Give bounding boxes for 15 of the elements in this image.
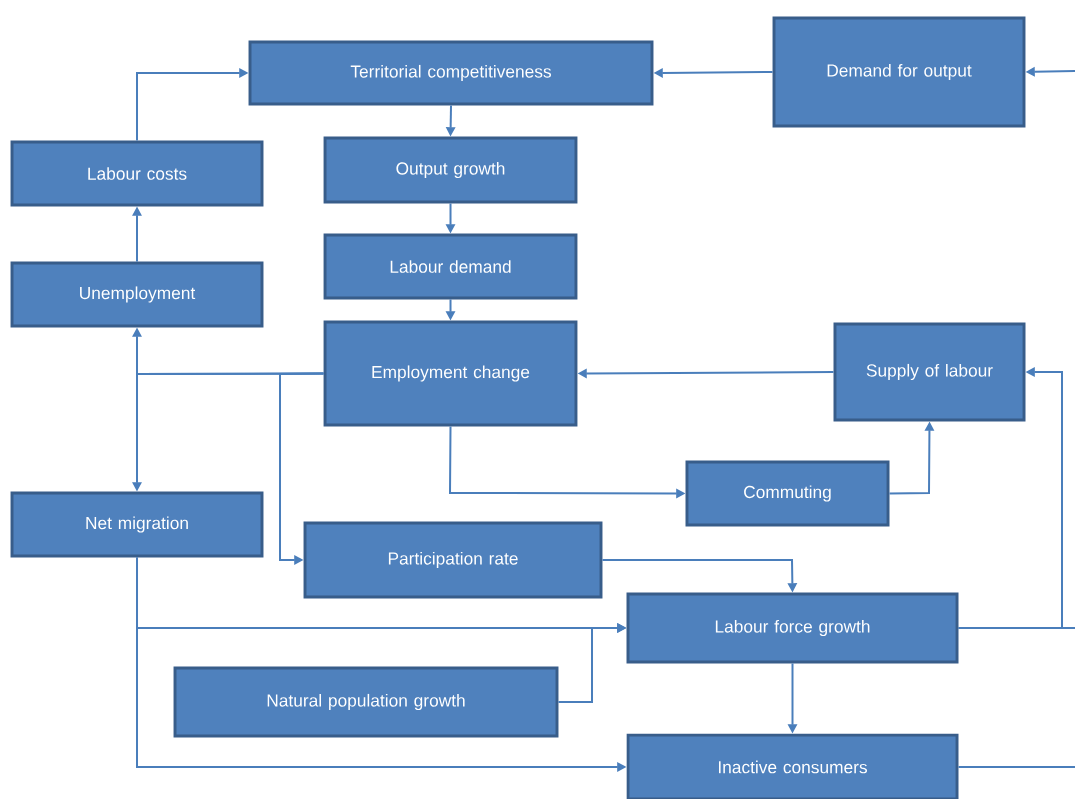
arrow (279, 372, 325, 565)
process-box: Inactive consumers (626, 733, 959, 799)
process-box: Participation rate (303, 521, 603, 599)
process-box: Employment change (323, 320, 578, 427)
process-box: Territorial competitiveness (248, 40, 654, 106)
process-box: Labour force growth (626, 592, 959, 664)
process-box: Unemployment (10, 261, 264, 328)
process-box: Net migration (10, 491, 264, 558)
process-box: Labour demand (323, 233, 578, 300)
process-box: Labour costs (10, 140, 264, 207)
process-box: Demand for output (772, 16, 1026, 128)
process-box: Natural population growth (173, 666, 559, 738)
process-box: Output growth (323, 136, 578, 204)
process-box: Supply of labour (833, 322, 1026, 422)
process-box: Commuting (685, 460, 890, 527)
